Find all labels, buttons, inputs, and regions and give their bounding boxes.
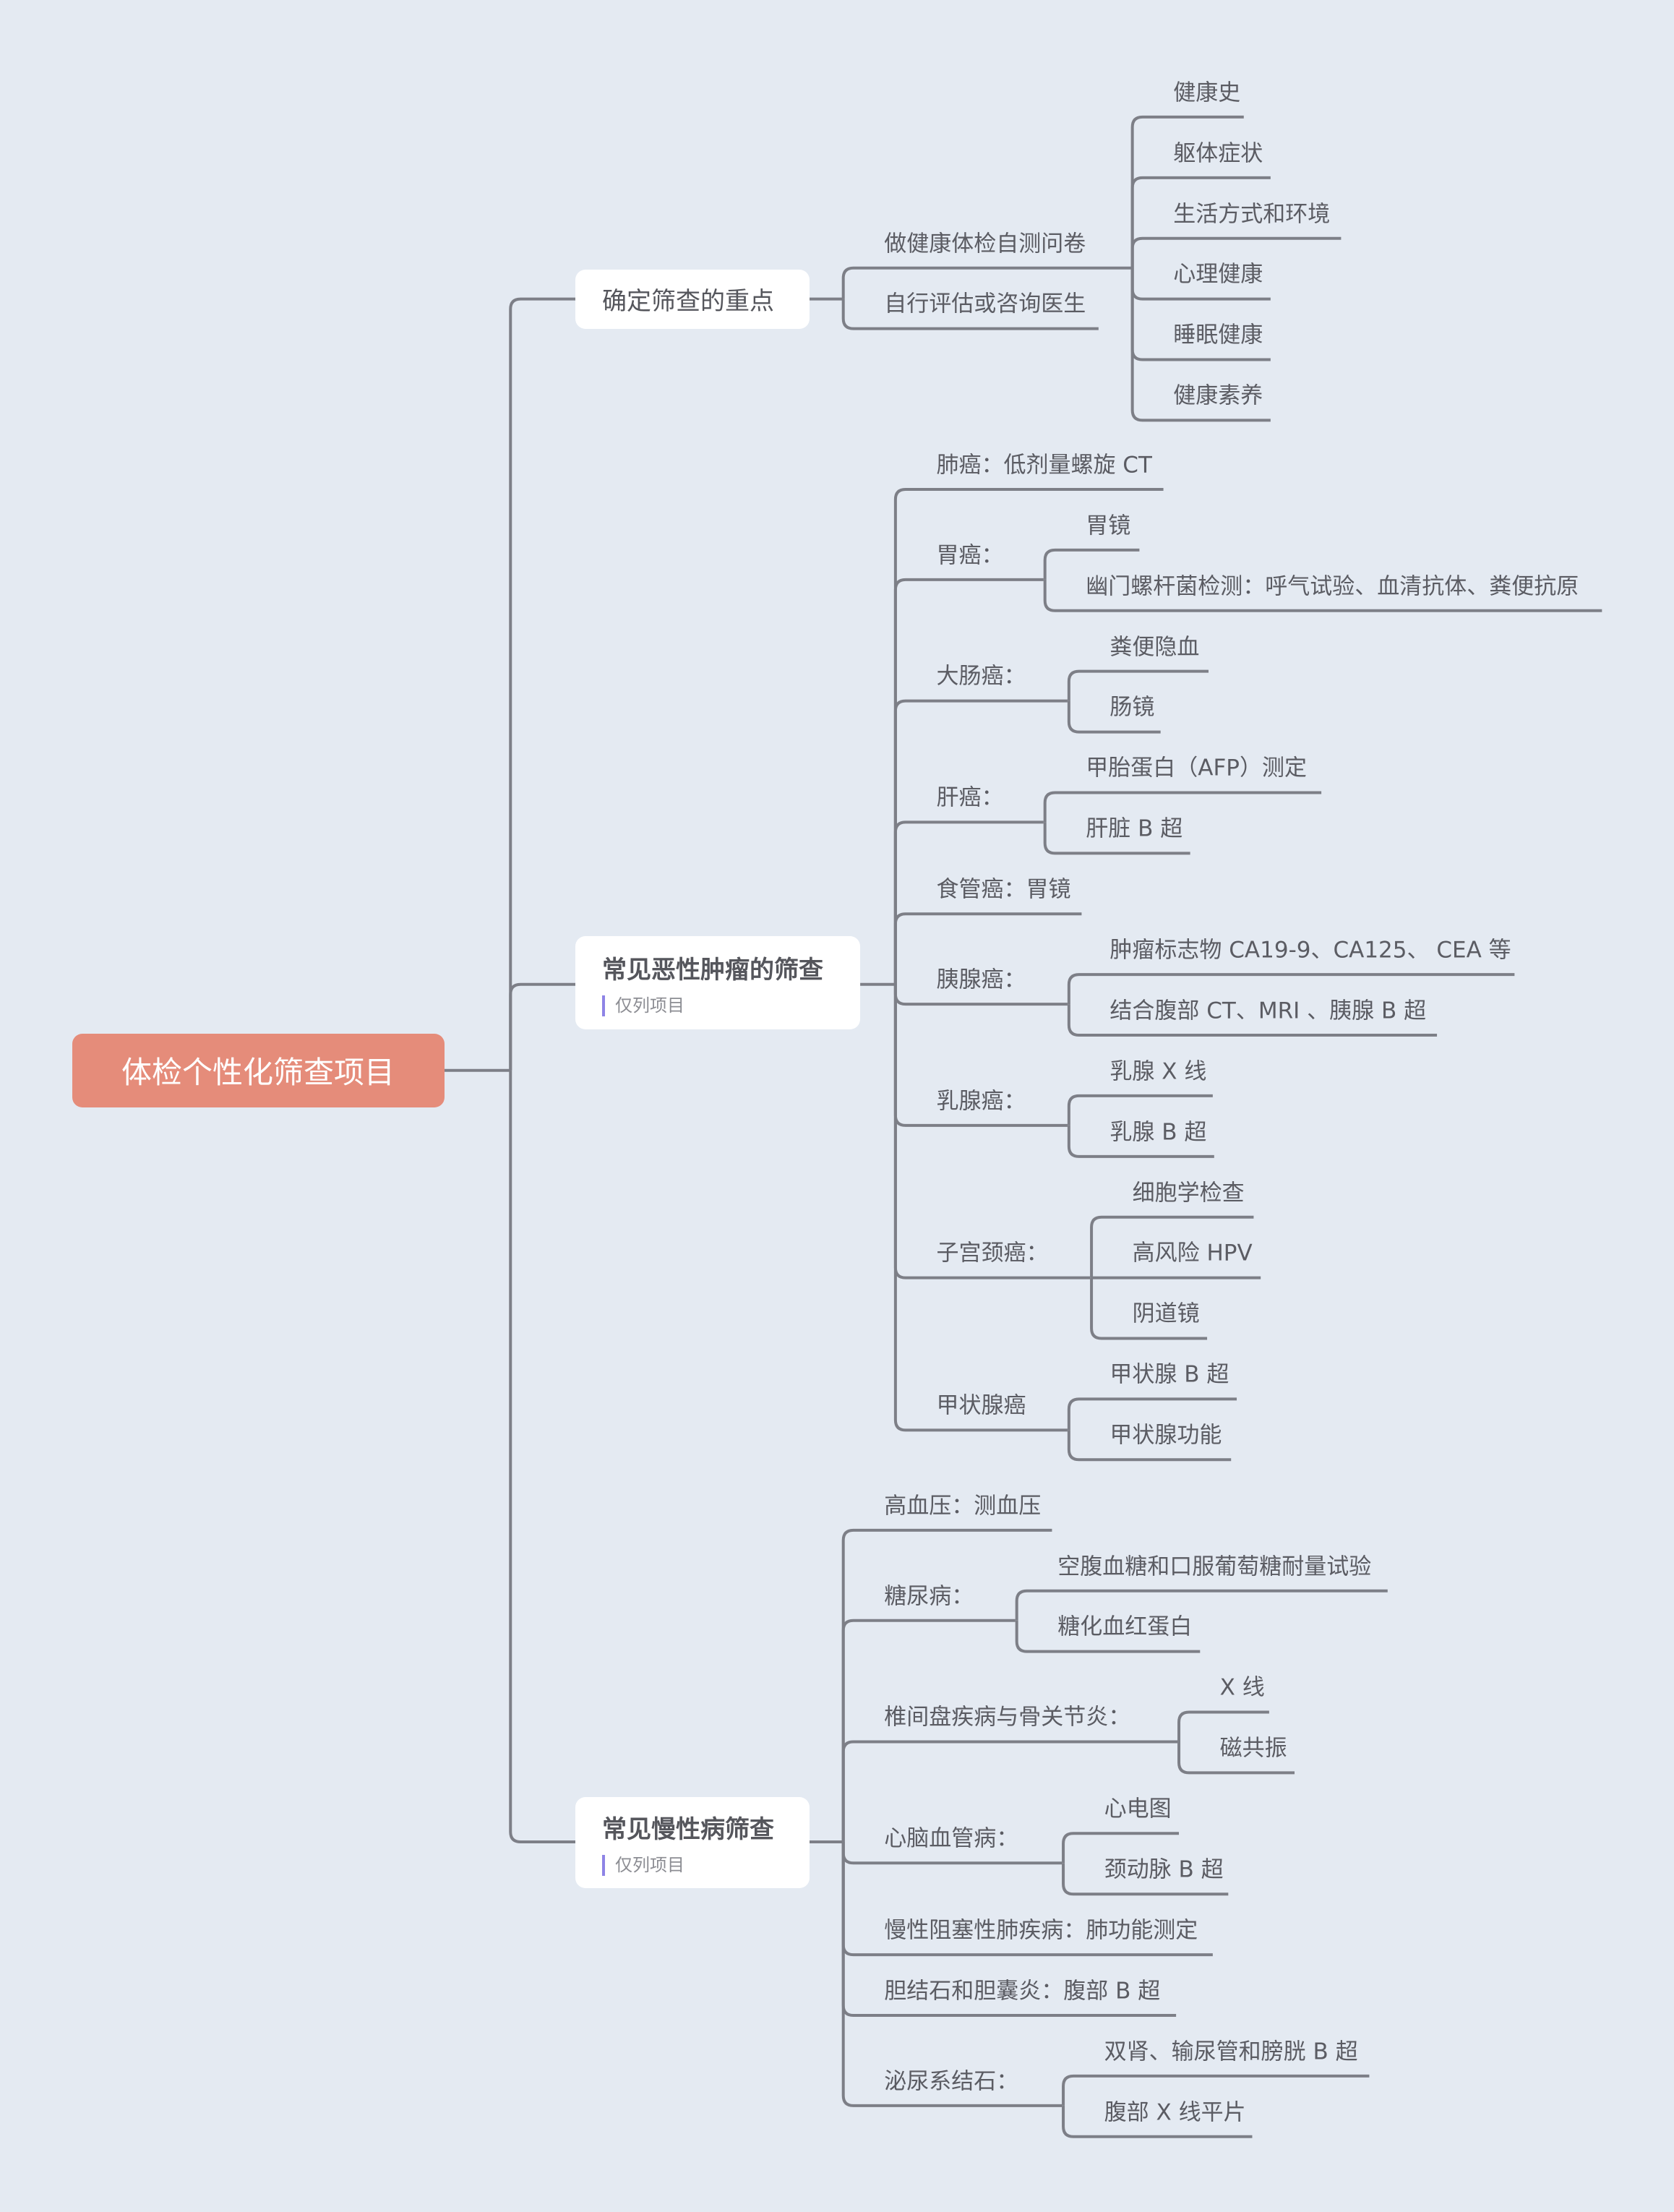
connector-line — [509, 297, 576, 1071]
topic-node[interactable]: 椎间盘疾病与骨关节炎： — [884, 1704, 1131, 1731]
connector-line — [1067, 700, 1161, 734]
branch-title: 常见恶性肿瘤的筛查 — [602, 955, 823, 985]
connector-line — [1067, 973, 1515, 1005]
connector-line — [1062, 1832, 1180, 1864]
connector-line — [1130, 267, 1271, 422]
connector-line — [1043, 548, 1140, 580]
subtopic-node[interactable]: 幽门螺杆菌检测：呼气试验、血清抗体、粪便抗原 — [1086, 573, 1579, 600]
topic-node[interactable]: 肝癌： — [936, 784, 1004, 811]
connector-line — [1015, 1589, 1388, 1621]
topic-node[interactable]: 大肠癌： — [936, 663, 1026, 690]
topic-node[interactable]: 胆结石和胆囊炎：腹部 B 超 — [884, 1978, 1161, 2005]
subtopic-node[interactable]: 乳腺 X 线 — [1109, 1058, 1207, 1085]
branch-node[interactable]: 常见恶性肿瘤的筛查仅列项目 — [575, 936, 861, 1030]
connector-line — [1177, 1741, 1295, 1775]
topic-node[interactable]: 胰腺癌： — [936, 966, 1026, 993]
subtopic-node[interactable]: 磁共振 — [1219, 1735, 1287, 1762]
connector-line — [893, 984, 1091, 1279]
subtopic-node[interactable]: 健康素养 — [1173, 382, 1263, 409]
connector-line — [841, 1528, 1052, 1843]
connector-line — [841, 1842, 1063, 2107]
topic-node[interactable]: 甲状腺癌 — [936, 1392, 1026, 1419]
connector-line — [1062, 1863, 1229, 1896]
branch-title: 确定筛查的重点 — [602, 287, 774, 317]
connector-line — [1067, 1094, 1213, 1126]
connector-line — [1067, 1125, 1214, 1158]
subtopic-node[interactable]: 糖化血红蛋白 — [1057, 1613, 1193, 1640]
connector-line — [841, 1740, 1178, 1843]
subtopic-node[interactable]: 高风险 HPV — [1132, 1240, 1253, 1266]
subtopic-node[interactable]: 心理健康 — [1173, 261, 1263, 288]
connector-line — [1130, 115, 1244, 268]
connector-line — [1043, 822, 1190, 855]
subtopic-node[interactable]: X 线 — [1219, 1674, 1265, 1701]
connector-line — [1067, 669, 1209, 701]
subtopic-node[interactable]: 阴道镜 — [1132, 1300, 1200, 1327]
subtopic-node[interactable]: 躯体症状 — [1173, 140, 1263, 167]
branch-note: 仅列项目 — [602, 995, 860, 1016]
connector-line — [1015, 1620, 1201, 1653]
subtopic-node[interactable]: 颈动脉 B 超 — [1104, 1856, 1224, 1883]
subtopic-node[interactable]: 肠镜 — [1109, 694, 1155, 721]
connector-line — [893, 820, 1044, 985]
subtopic-node[interactable]: 肿瘤标志物 CA19-9、CA125、 CEA 等 — [1109, 937, 1511, 964]
connector-line — [1090, 1215, 1254, 1278]
connector-line — [509, 982, 576, 1071]
topic-node[interactable]: 做健康体检自测问卷 — [884, 231, 1086, 257]
connector-line — [509, 1070, 576, 1844]
connector-line — [1067, 1430, 1232, 1462]
topic-node[interactable]: 糖尿病： — [884, 1583, 974, 1610]
connector-line — [1130, 176, 1271, 268]
topic-node[interactable]: 食管癌：胃镜 — [936, 876, 1071, 903]
topic-node[interactable]: 慢性阻塞性肺疾病：肺功能测定 — [884, 1917, 1198, 1944]
root-title: 体检个性化筛查项目 — [121, 1055, 395, 1091]
connector-line — [1177, 1710, 1269, 1742]
connector-line — [1043, 791, 1322, 823]
subtopic-node[interactable]: 细胞学检查 — [1132, 1180, 1245, 1206]
connector-line — [841, 1619, 1016, 1843]
topic-node[interactable]: 子宫颈癌： — [936, 1240, 1049, 1266]
subtopic-node[interactable]: 甲胎蛋白（AFP）测定 — [1086, 755, 1307, 781]
connector-line — [1062, 2105, 1253, 2138]
root-node[interactable]: 体检个性化筛查项目 — [72, 1034, 445, 1107]
branch-note: 仅列项目 — [602, 1855, 810, 1876]
subtopic-node[interactable]: 双肾、输尿管和膀胱 B 超 — [1104, 2039, 1358, 2065]
subtopic-node[interactable]: 肝脏 B 超 — [1086, 815, 1183, 842]
topic-node[interactable]: 自行评估或咨询医生 — [884, 291, 1086, 317]
subtopic-node[interactable]: 粪便隐血 — [1109, 634, 1200, 660]
connector-line — [893, 578, 1044, 985]
connector-line — [1043, 579, 1602, 612]
connector-line — [841, 299, 1099, 330]
topic-node[interactable]: 乳腺癌： — [936, 1088, 1026, 1115]
topic-node[interactable]: 肺癌：低剂量螺旋 CT — [936, 452, 1152, 479]
subtopic-node[interactable]: 空腹血糖和口服葡萄糖耐量试验 — [1057, 1553, 1372, 1580]
subtopic-node[interactable]: 乳腺 B 超 — [1109, 1119, 1207, 1146]
connector-line — [1067, 1004, 1438, 1037]
connector-line — [841, 266, 1131, 299]
connector-line — [1090, 1277, 1208, 1340]
subtopic-node[interactable]: 腹部 X 线平片 — [1104, 2099, 1246, 2126]
subtopic-node[interactable]: 甲状腺功能 — [1109, 1422, 1222, 1449]
branch-title: 常见慢性病筛查 — [602, 1815, 774, 1845]
topic-node[interactable]: 高血压：测血压 — [884, 1493, 1042, 1519]
topic-node[interactable]: 胃癌： — [936, 542, 1004, 569]
connector-line — [893, 984, 1068, 1432]
subtopic-node[interactable]: 生活方式和环境 — [1173, 201, 1331, 228]
connector-line — [1062, 2074, 1370, 2106]
connector-line — [1067, 1397, 1237, 1431]
connector-line — [893, 699, 1068, 985]
topic-node[interactable]: 心脑血管病： — [884, 1825, 1019, 1852]
subtopic-node[interactable]: 结合腹部 CT、MRI 、胰腺 B 超 — [1109, 998, 1427, 1024]
subtopic-node[interactable]: 健康史 — [1173, 80, 1241, 106]
subtopic-node[interactable]: 甲状腺 B 超 — [1109, 1361, 1229, 1388]
subtopic-node[interactable]: 胃镜 — [1086, 513, 1131, 539]
subtopic-node[interactable]: 心电图 — [1104, 1796, 1172, 1822]
topic-node[interactable]: 泌尿系结石： — [884, 2068, 1019, 2095]
connector-line — [1130, 236, 1342, 268]
subtopic-node[interactable]: 睡眠健康 — [1173, 322, 1263, 348]
branch-node[interactable]: 常见慢性病筛查仅列项目 — [575, 1796, 810, 1889]
connector-line — [893, 487, 1164, 985]
connector-line — [893, 912, 1082, 985]
branch-node[interactable]: 确定筛查的重点 — [575, 269, 810, 329]
